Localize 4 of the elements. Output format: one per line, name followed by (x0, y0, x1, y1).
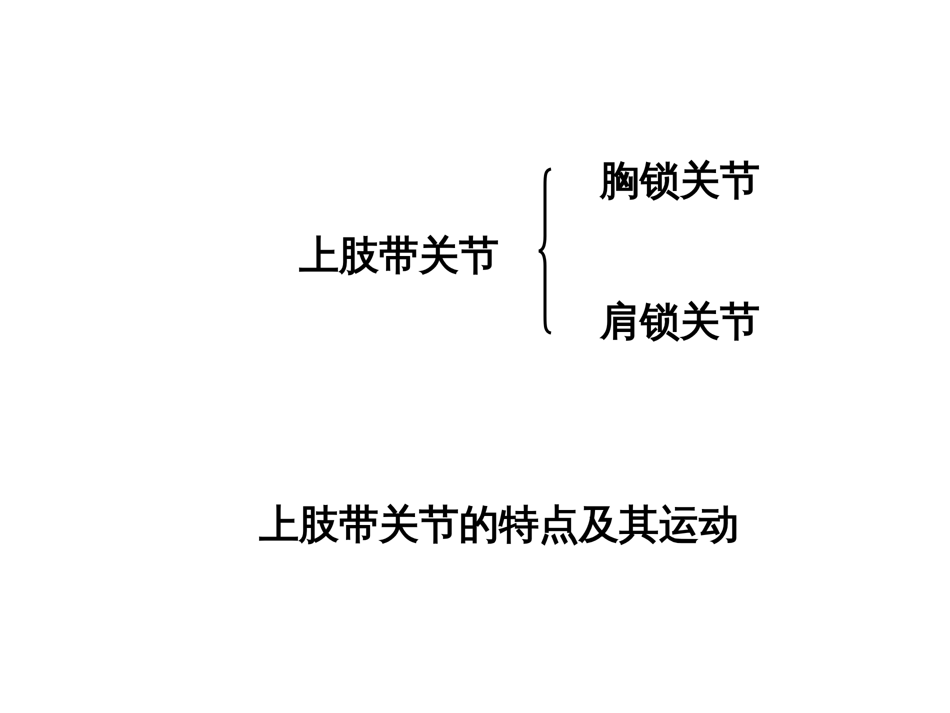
term-label: 肩锁关节 (600, 299, 760, 345)
heading-text: 上肢带关节的特点及其运动 (259, 502, 739, 548)
term-label: 上肢带关节 (299, 233, 499, 279)
term-label: 胸锁关节 (600, 158, 760, 204)
